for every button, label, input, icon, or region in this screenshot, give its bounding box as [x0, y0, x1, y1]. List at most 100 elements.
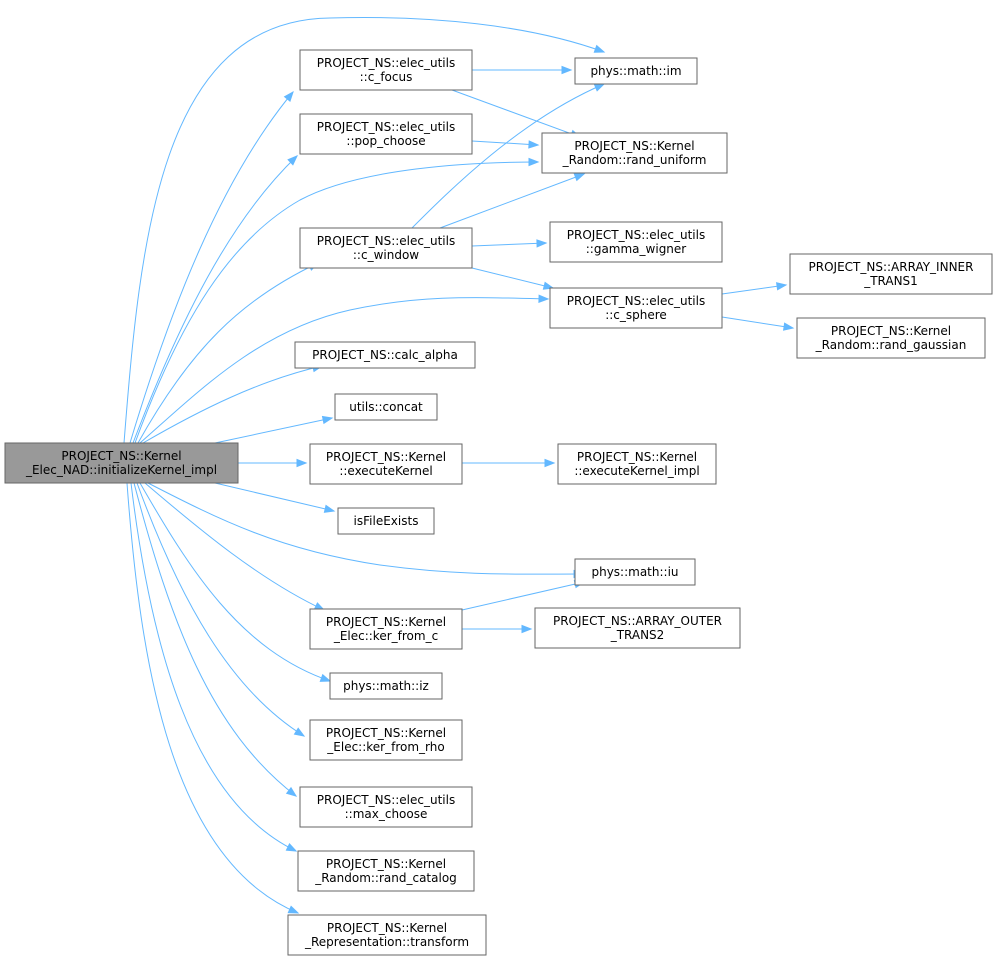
node-box	[299, 49, 473, 91]
node-label: PROJECT_NS::calc_alpha	[312, 348, 458, 362]
node-label: ::c_sphere	[605, 308, 667, 322]
edge-root-to-executeKernel	[238, 458, 308, 468]
node-executeKernel-impl[interactable]: PROJECT_NS::Kernel::executeKernel_impl	[557, 443, 717, 485]
node-box	[309, 608, 463, 650]
node-box	[309, 443, 463, 485]
node-concat[interactable]: utils::concat	[334, 393, 438, 421]
edge-root-to-concat	[214, 415, 334, 444]
node-box	[789, 253, 993, 295]
node-label: _Random::rand_uniform	[562, 153, 707, 167]
node-ker-from-rho[interactable]: PROJECT_NS::Kernel_Elec::ker_from_rho	[309, 719, 463, 761]
node-gamma-wigner[interactable]: PROJECT_NS::elec_utils::gamma_wigner	[549, 221, 723, 263]
node-im[interactable]: phys::math::im	[574, 57, 698, 85]
edge-pop_choose-to-rand_uniform	[471, 140, 540, 149]
node-c-window[interactable]: PROJECT_NS::elec_utils::c_window	[299, 227, 473, 269]
node-box	[337, 507, 435, 535]
node-label: PROJECT_NS::elec_utils	[317, 120, 455, 134]
node-array-inner[interactable]: PROJECT_NS::ARRAY_INNER_TRANS1	[789, 253, 993, 295]
node-box	[541, 132, 728, 174]
node-rand-gaussian[interactable]: PROJECT_NS::Kernel_Random::rand_gaussian	[796, 317, 986, 359]
edge-executeKernel-to-executeKernel_impl	[462, 458, 556, 468]
edge-root-to-ker_from_rho	[136, 482, 306, 737]
node-box	[299, 113, 473, 155]
node-box	[4, 442, 239, 484]
node-label: PROJECT_NS::elec_utils	[317, 234, 455, 248]
node-label: ::executeKernel_impl	[574, 464, 699, 478]
edge-c_window-to-gamma_wigner	[471, 239, 548, 248]
node-label: PROJECT_NS::Kernel	[326, 857, 446, 871]
edge-ker_from_c-to-array_outer	[462, 624, 533, 634]
node-label: ::c_focus	[360, 70, 413, 84]
node-box	[297, 850, 475, 892]
node-label: PROJECT_NS::Kernel	[327, 921, 447, 935]
edge-c_sphere-to-rand_gaussian	[721, 316, 795, 331]
node-calc-alpha[interactable]: PROJECT_NS::calc_alpha	[294, 341, 476, 369]
edge-c_sphere-to-array_inner	[721, 282, 788, 295]
edge-root-to-transform	[126, 482, 300, 914]
node-ker-from-c[interactable]: PROJECT_NS::Kernel_Elec::ker_from_c	[309, 608, 463, 650]
node-label: ::pop_choose	[346, 134, 425, 148]
edge-c_window-to-rand_uniform	[439, 173, 586, 229]
node-label: phys::math::iu	[591, 565, 678, 579]
node-rand-catalog[interactable]: PROJECT_NS::Kernel_Random::rand_catalog	[297, 850, 475, 892]
node-label: PROJECT_NS::Kernel	[326, 450, 446, 464]
node-c-sphere[interactable]: PROJECT_NS::elec_utils::c_sphere	[549, 287, 723, 329]
edge-root-to-c_window	[137, 262, 320, 444]
node-label: PROJECT_NS::elec_utils	[317, 793, 455, 807]
node-executeKernel[interactable]: PROJECT_NS::Kernel::executeKernel	[309, 443, 463, 485]
node-box	[534, 607, 741, 649]
node-label: PROJECT_NS::Kernel	[574, 139, 694, 153]
edge-root-to-isFileExists	[214, 482, 336, 513]
node-max-choose[interactable]: PROJECT_NS::elec_utils::max_choose	[299, 786, 473, 828]
edge-root-to-max_choose	[133, 482, 298, 797]
node-label: PROJECT_NS::elec_utils	[567, 228, 705, 242]
node-c-focus[interactable]: PROJECT_NS::elec_utils::c_focus	[299, 49, 473, 91]
node-label: ::max_choose	[345, 807, 428, 821]
node-isFileExists[interactable]: isFileExists	[337, 507, 435, 535]
node-label: ::c_window	[353, 248, 419, 262]
edge-root-to-c_focus	[129, 90, 294, 444]
node-label: isFileExists	[354, 514, 419, 528]
edge-root-to-im	[123, 16, 606, 444]
edge-root-to-rand_catalog	[130, 482, 298, 852]
node-box	[299, 786, 473, 828]
edge-c_window-to-c_sphere	[471, 267, 555, 290]
node-label: _Random::rand_catalog	[314, 871, 457, 885]
node-box	[549, 221, 723, 263]
node-box	[574, 57, 698, 85]
node-box	[287, 914, 487, 956]
node-label: phys::math::im	[590, 64, 681, 78]
node-array-outer[interactable]: PROJECT_NS::ARRAY_OUTER_TRANS2	[534, 607, 741, 649]
node-box	[309, 719, 463, 761]
node-iu[interactable]: phys::math::iu	[574, 558, 696, 586]
node-label: phys::math::iz	[343, 679, 429, 693]
node-label: _Elec::ker_from_c	[333, 629, 438, 643]
node-box	[329, 672, 443, 700]
node-label: ::gamma_wigner	[586, 242, 687, 256]
node-box	[299, 227, 473, 269]
node-label: PROJECT_NS::ARRAY_OUTER	[553, 614, 722, 628]
edge-root-to-pop_choose	[132, 155, 298, 444]
edge-ker_from_c-to-iu	[461, 579, 586, 611]
node-box	[294, 341, 476, 369]
node-label: PROJECT_NS::Kernel	[326, 726, 446, 740]
node-label: PROJECT_NS::Kernel	[577, 450, 697, 464]
node-iz[interactable]: phys::math::iz	[329, 672, 443, 700]
node-label: _Elec::ker_from_rho	[326, 740, 444, 754]
node-label: PROJECT_NS::elec_utils	[567, 294, 705, 308]
node-box	[334, 393, 438, 421]
node-box	[796, 317, 986, 359]
node-root[interactable]: PROJECT_NS::Kernel_Elec_NAD::initializeK…	[4, 442, 239, 484]
edge-root-to-rand_uniform	[134, 157, 540, 444]
node-pop-choose[interactable]: PROJECT_NS::elec_utils::pop_choose	[299, 113, 473, 155]
node-transform[interactable]: PROJECT_NS::Kernel_Representation::trans…	[287, 914, 487, 956]
node-rand-uniform[interactable]: PROJECT_NS::Kernel_Random::rand_uniform	[541, 132, 728, 174]
node-box	[549, 287, 723, 329]
edge-root-to-iz	[139, 482, 332, 682]
node-label: _Representation::transform	[304, 935, 469, 949]
node-label: utils::concat	[349, 400, 423, 414]
node-label: PROJECT_NS::Kernel	[326, 615, 446, 629]
node-label: _Random::rand_gaussian	[815, 338, 967, 352]
edge-c_focus-to-im	[472, 65, 573, 75]
node-label: PROJECT_NS::Kernel	[61, 449, 181, 463]
